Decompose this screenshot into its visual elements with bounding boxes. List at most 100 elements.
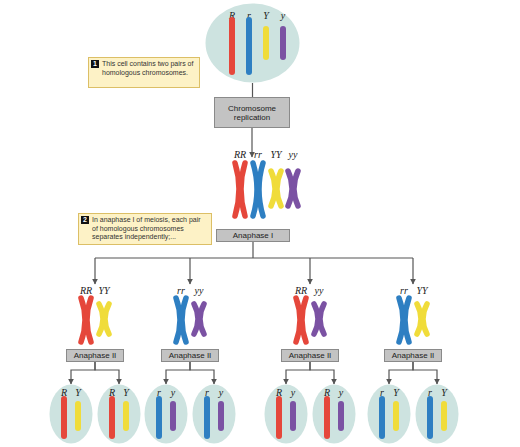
chromosome-label: y bbox=[285, 388, 301, 398]
allele-label: yy bbox=[283, 150, 303, 160]
box-label: Anaphase II bbox=[392, 351, 435, 360]
process-box: Anaphase II bbox=[161, 349, 219, 362]
replication-arrow bbox=[251, 128, 252, 157]
flow-lines bbox=[95, 128, 413, 284]
chromosome-label: Y bbox=[436, 388, 452, 398]
cell-circle: ry bbox=[192, 384, 236, 444]
chromatid bbox=[253, 163, 257, 216]
chromatid bbox=[200, 304, 204, 334]
flow-arrow bbox=[413, 362, 437, 384]
callout-box: 2In anaphase I of meiosis, each pair of … bbox=[78, 213, 212, 245]
branch-arrow bbox=[94, 258, 95, 284]
chromatid bbox=[288, 171, 292, 206]
allele-label: rr bbox=[248, 150, 268, 160]
flow-arrow bbox=[310, 362, 334, 384]
chromatid bbox=[320, 304, 324, 334]
cell-outline bbox=[144, 384, 188, 444]
cell-circle: rY bbox=[367, 384, 411, 444]
cell-circle: Ry bbox=[312, 384, 356, 444]
chromatid bbox=[81, 298, 85, 342]
chromosome-label: r bbox=[241, 11, 257, 21]
chromatid bbox=[194, 304, 198, 334]
chromatid bbox=[87, 298, 91, 342]
allele-label: yy bbox=[189, 286, 209, 296]
chromatid bbox=[176, 298, 180, 342]
cell-circle: ry bbox=[144, 384, 188, 444]
cell-outline bbox=[312, 384, 356, 444]
process-box: Anaphase I bbox=[216, 229, 290, 242]
flow-arrow bbox=[71, 362, 95, 384]
cell-circle: rY bbox=[415, 384, 459, 444]
chromatid bbox=[302, 298, 306, 342]
cell-outline bbox=[97, 384, 141, 444]
chromatid bbox=[271, 171, 275, 206]
callout-text: In anaphase I of meiosis, each pair of h… bbox=[92, 216, 208, 242]
cell-outline bbox=[49, 384, 93, 444]
allele-label: YY bbox=[412, 286, 432, 296]
box-label: Anaphase II bbox=[169, 351, 212, 360]
cell-outline bbox=[367, 384, 411, 444]
chromatid bbox=[105, 304, 109, 334]
chromatid bbox=[182, 298, 186, 342]
chromosomes-replicated bbox=[235, 163, 298, 216]
allele-label: rr bbox=[171, 286, 191, 296]
branch-arrow bbox=[412, 258, 413, 284]
chromosome-label: r bbox=[422, 388, 438, 398]
chromatid bbox=[296, 298, 300, 342]
chromatid bbox=[259, 163, 263, 216]
cell-fill bbox=[193, 385, 236, 444]
cell-circle: RrYy bbox=[205, 3, 300, 83]
cell-circle: RY bbox=[49, 384, 93, 444]
box-label: Anaphase II bbox=[74, 351, 117, 360]
chromosome-label: r bbox=[199, 388, 215, 398]
flow-arrow bbox=[95, 362, 119, 384]
chromosome-label: R bbox=[319, 388, 335, 398]
process-box: Chromosome replication bbox=[214, 97, 290, 128]
callout-number: 2 bbox=[81, 216, 89, 224]
cell-fill bbox=[145, 385, 188, 444]
chromatid bbox=[405, 298, 409, 342]
branch-arrow bbox=[189, 258, 190, 284]
chromatid bbox=[399, 298, 403, 342]
cell-fill bbox=[368, 385, 411, 444]
cell-fill bbox=[416, 385, 459, 444]
callout-number: 1 bbox=[91, 60, 99, 68]
chromosome-label: y bbox=[213, 388, 229, 398]
process-box: Anaphase II bbox=[281, 349, 339, 362]
process-box: Anaphase II bbox=[384, 349, 442, 362]
chromosome-label: Y bbox=[388, 388, 404, 398]
cell-fill bbox=[313, 385, 356, 444]
chromosome-label: Y bbox=[70, 388, 86, 398]
chromatid bbox=[99, 304, 103, 334]
flow-arrow bbox=[166, 362, 190, 384]
allele-label: rr bbox=[394, 286, 414, 296]
chromosome-label: R bbox=[224, 11, 240, 21]
box-label: Chromosome replication bbox=[218, 104, 286, 122]
chromosome-label: y bbox=[275, 11, 291, 21]
box-label: Anaphase I bbox=[233, 231, 273, 240]
box-label: Anaphase II bbox=[289, 351, 332, 360]
branch-line bbox=[252, 242, 253, 258]
cell-fill bbox=[50, 385, 93, 444]
flow-arrow bbox=[389, 362, 413, 384]
cell-circle: Ry bbox=[264, 384, 308, 444]
chromosome-label: Y bbox=[118, 388, 134, 398]
chromatid bbox=[235, 163, 239, 216]
cell-outline bbox=[205, 3, 300, 83]
cell-fill bbox=[98, 385, 141, 444]
allele-label: YY bbox=[94, 286, 114, 296]
allele-label: RR bbox=[291, 286, 311, 296]
chromatid bbox=[417, 304, 421, 334]
chromatid bbox=[423, 304, 427, 334]
cell-outline bbox=[192, 384, 236, 444]
chromosome-label: r bbox=[374, 388, 390, 398]
chromosome-label: Y bbox=[258, 11, 274, 21]
callout-text: This cell contains two pairs of homologo… bbox=[102, 60, 196, 77]
chromosome-label: R bbox=[271, 388, 287, 398]
branch-arrow bbox=[309, 258, 310, 284]
chromatid bbox=[277, 171, 281, 206]
chromatid bbox=[294, 171, 298, 206]
chromatid bbox=[314, 304, 318, 334]
process-box: Anaphase II bbox=[66, 349, 124, 362]
